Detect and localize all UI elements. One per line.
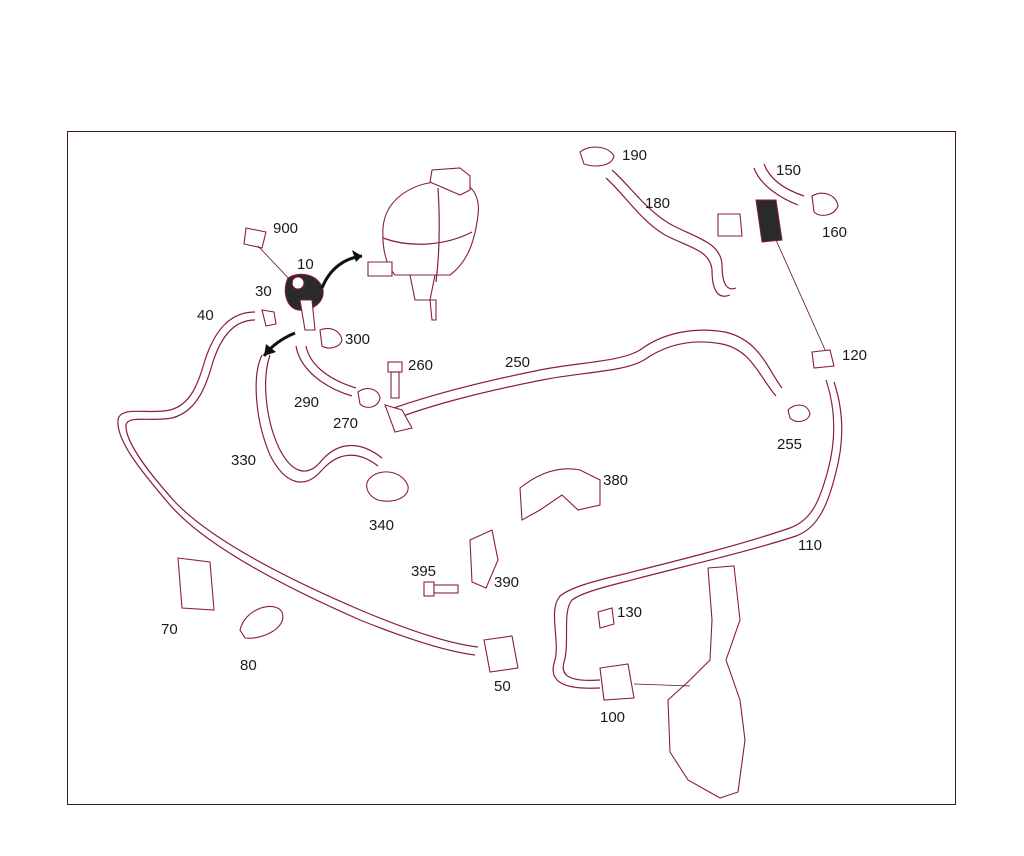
- hose-330: [255, 354, 379, 483]
- hose-110: [552, 379, 835, 689]
- holder-70: [177, 557, 215, 611]
- callout-180: 180: [645, 195, 670, 212]
- bracket-390: [469, 529, 499, 589]
- hose-150: [753, 167, 799, 206]
- callout-110: 110: [798, 537, 822, 554]
- hose-250: [387, 329, 783, 411]
- hose-180: [605, 177, 731, 297]
- callout-390: 390: [494, 574, 519, 591]
- callout-30: 30: [255, 283, 272, 300]
- callout-50: 50: [494, 678, 511, 695]
- hose-290: [295, 345, 353, 397]
- callout-900: 900: [273, 220, 298, 237]
- clip-100: [599, 663, 635, 701]
- clip-130: [597, 607, 615, 629]
- clamp-255: [787, 404, 811, 423]
- callout-80: 80: [240, 657, 257, 674]
- cable-tie-80: [239, 605, 284, 639]
- callout-10: 10: [297, 256, 314, 273]
- clamp-160: [811, 192, 839, 216]
- clip-30: [261, 309, 277, 327]
- callout-100: 100: [600, 709, 625, 726]
- callout-130: 130: [617, 604, 642, 621]
- connector-900: [243, 227, 294, 284]
- clamp-340: [366, 471, 409, 502]
- screw-395: [423, 581, 459, 597]
- clamp-190: [579, 146, 615, 167]
- callout-labels: 10 30 40 50 70 80 100 110 120 130 150 160 180 190 250 2…: [161, 147, 867, 726]
- clip-50: [483, 635, 519, 673]
- expansion-tank: [367, 167, 479, 321]
- clamp-300: [319, 327, 343, 349]
- callout-380: 380: [603, 472, 628, 489]
- callout-40: 40: [197, 307, 214, 324]
- valve: [755, 199, 783, 243]
- callout-300: 300: [345, 331, 370, 348]
- callout-270: 270: [333, 415, 358, 432]
- callout-260: 260: [408, 357, 433, 374]
- bracket-380: [519, 468, 601, 521]
- callout-160: 160: [822, 224, 847, 241]
- clip-120: [811, 349, 835, 369]
- callout-395: 395: [411, 563, 436, 580]
- clamp-270: [357, 388, 381, 408]
- hose-40: [117, 311, 476, 656]
- callout-70: 70: [161, 621, 178, 638]
- callout-330: 330: [231, 452, 256, 469]
- callout-250: 250: [505, 354, 530, 371]
- callout-255: 255: [777, 436, 802, 453]
- callout-150: 150: [776, 162, 801, 179]
- callout-190: 190: [622, 147, 647, 164]
- washer-reservoir: [667, 565, 746, 799]
- callout-290: 290: [294, 394, 319, 411]
- callout-120: 120: [842, 347, 867, 364]
- callout-340: 340: [369, 517, 394, 534]
- screw-260: [387, 361, 403, 399]
- pump: [284, 273, 324, 331]
- diagram-frame: [67, 131, 956, 805]
